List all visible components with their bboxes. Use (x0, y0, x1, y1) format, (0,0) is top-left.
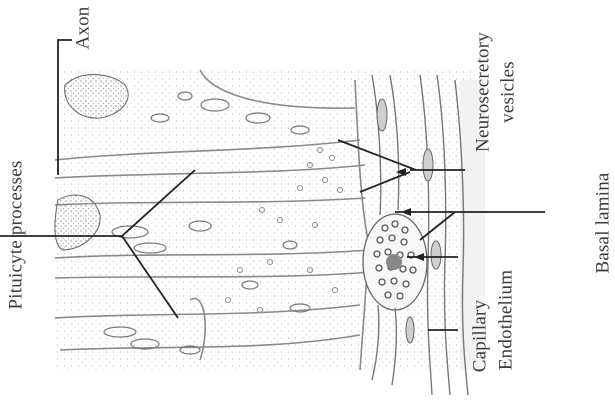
label-pituicyte-processes: Pituicyte processes (7, 161, 26, 310)
tissue-background (55, 70, 485, 370)
label-endothelium: Endothelium (497, 270, 516, 370)
label-axon: Axon (74, 6, 93, 49)
vesicle-cluster (363, 214, 427, 310)
label-capillary: Capillary (471, 300, 490, 373)
label-neurosecretory: Neurosecretory (474, 32, 493, 152)
label-basal-lamina: Basal lamina (594, 172, 613, 273)
label-vesicles: vesicles (499, 61, 518, 123)
